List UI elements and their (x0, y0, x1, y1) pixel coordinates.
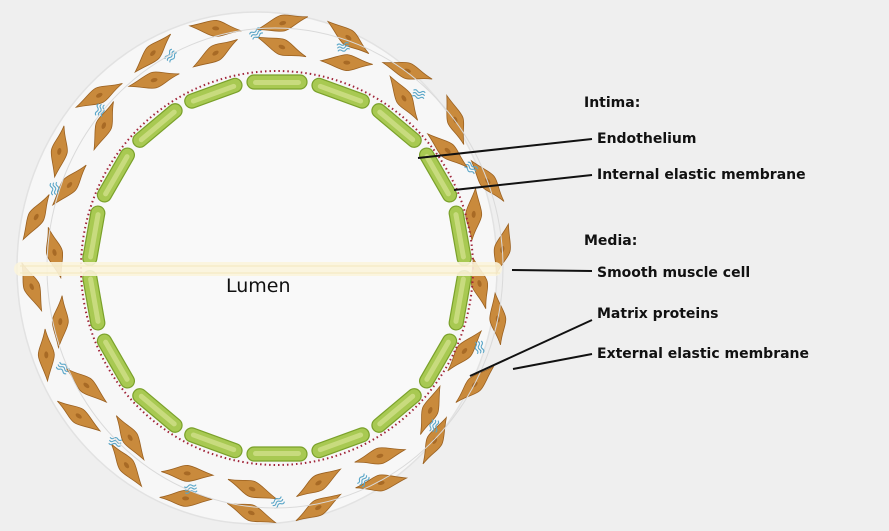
matrix-proteins-label: Matrix proteins (597, 306, 719, 322)
endothelial-cell (247, 75, 307, 89)
lumen-band (14, 262, 502, 276)
endothelial-cell (247, 447, 307, 461)
internal-elastic-membrane-label: Internal elastic membrane (597, 167, 806, 183)
endothelium-label: Endothelium (597, 131, 696, 147)
smooth-muscle-cell-label: Smooth muscle cell (597, 265, 750, 281)
leader-smooth-muscle-cell (512, 270, 592, 271)
lumen-label: Lumen (226, 275, 291, 297)
leader-external-elastic-membrane (513, 354, 592, 369)
external-elastic-membrane-label: External elastic membrane (597, 346, 809, 362)
media-header: Media: (584, 233, 637, 249)
intima-header: Intima: (584, 95, 640, 111)
